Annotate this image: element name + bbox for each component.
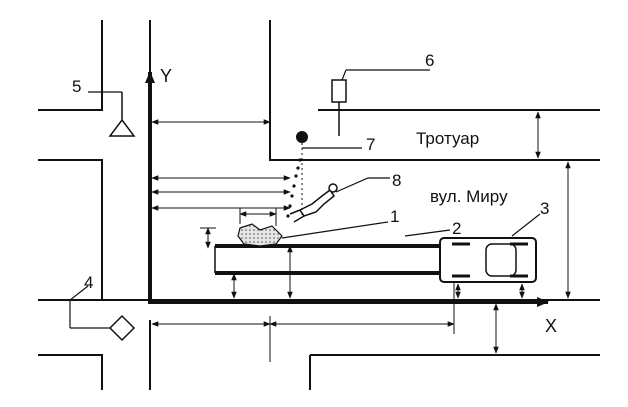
callout-4: 4 bbox=[84, 273, 93, 292]
callout-6: 6 bbox=[425, 51, 434, 70]
callout-7: 7 bbox=[366, 135, 375, 154]
pedestrian-figure bbox=[289, 183, 338, 223]
y-axis-label: Y bbox=[160, 66, 172, 86]
x-axis-label: X bbox=[545, 316, 557, 336]
sidewalk-label: Тротуар bbox=[416, 129, 479, 148]
street-name-label: вул. Миру bbox=[430, 187, 508, 206]
callout-8: 8 bbox=[392, 171, 401, 190]
callout-numbers: 5 6 7 8 1 2 3 4 bbox=[72, 51, 549, 292]
trace-drops bbox=[286, 131, 308, 218]
callout-leaders bbox=[69, 69, 541, 328]
road-sign-triangle bbox=[108, 92, 136, 137]
callout-3: 3 bbox=[540, 199, 549, 218]
callout-5: 5 bbox=[72, 77, 81, 96]
skid-marks bbox=[214, 244, 448, 275]
vehicle-car bbox=[439, 237, 537, 283]
callout-2: 2 bbox=[452, 219, 461, 238]
reference-point-diamond bbox=[70, 314, 136, 342]
post-box bbox=[331, 79, 347, 136]
dimension-lines-horizontal bbox=[151, 119, 455, 362]
dimension-lines-vertical bbox=[200, 111, 571, 354]
debris-area bbox=[237, 223, 283, 247]
callout-1: 1 bbox=[390, 207, 399, 226]
coordinate-axes: Y X bbox=[145, 66, 557, 336]
